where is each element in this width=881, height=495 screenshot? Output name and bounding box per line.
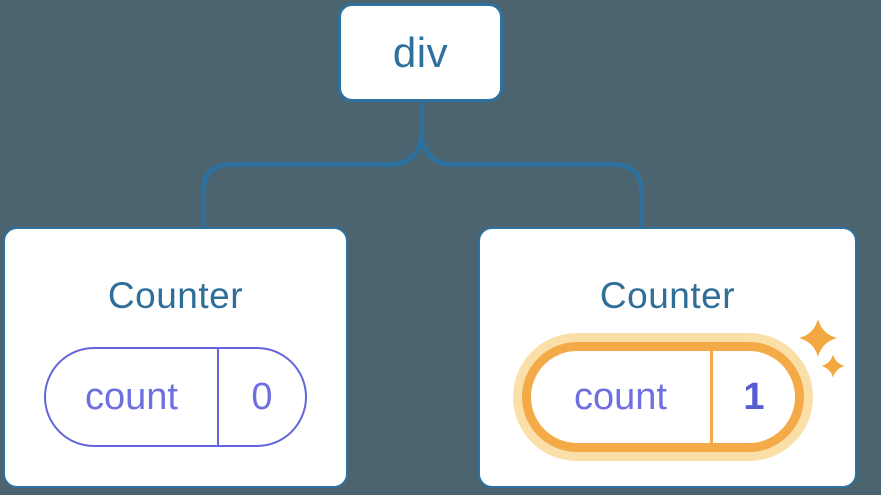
state-key-label: count [85, 375, 178, 418]
root-node-label: div [392, 28, 449, 76]
counter-card-right: Counter count 1 [478, 227, 857, 488]
root-node-div: div [338, 3, 503, 102]
state-value-segment: 1 [713, 351, 795, 443]
state-key-label: count [574, 375, 667, 418]
state-value: 0 [251, 375, 273, 418]
state-key-segment: count [46, 349, 219, 445]
component-title: Counter [107, 275, 244, 316]
counter-card-left: Counter count 0 [3, 227, 348, 488]
state-pill: count 0 [44, 347, 307, 447]
state-key-segment: count [531, 351, 713, 443]
state-value-segment: 0 [219, 349, 305, 445]
component-title: Counter [599, 275, 736, 316]
state-pill-highlighted: count 1 [522, 342, 804, 452]
state-value: 1 [743, 375, 765, 418]
